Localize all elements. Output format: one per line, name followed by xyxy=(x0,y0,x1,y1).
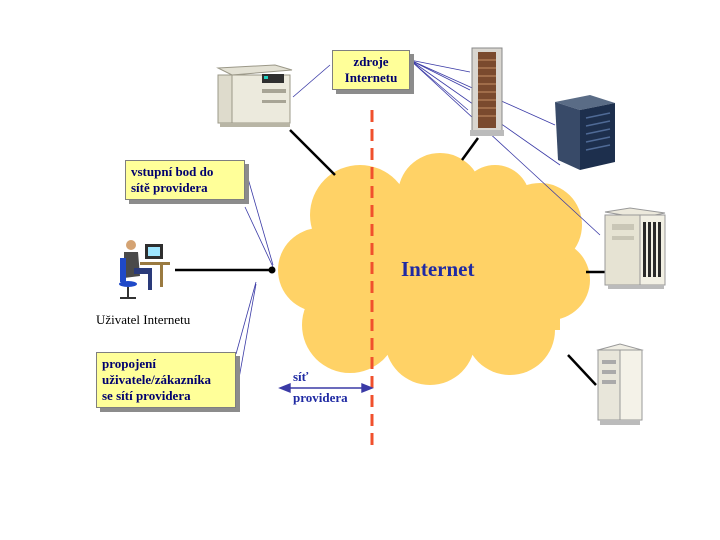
sources-line-1: zdroje xyxy=(353,54,389,69)
internet-label: Internet xyxy=(401,257,475,281)
entry-point-line-2: sítě providera xyxy=(131,180,208,195)
rack-server-icon xyxy=(470,47,504,136)
connection-line-2: uživatele/zákazníka xyxy=(102,372,212,387)
connection-callout: propojení uživatele/zákazníka se sítí pr… xyxy=(96,352,236,408)
tower-server-beige-icon xyxy=(604,207,666,289)
connection-line-3: se sítí providera xyxy=(102,388,191,403)
tower-server-light-icon xyxy=(596,343,644,425)
internet-cloud xyxy=(278,153,590,385)
entry-point-line-1: vstupní bod do xyxy=(131,164,214,179)
user-workstation-icon xyxy=(119,240,170,299)
user-label: Uživatel Internetu xyxy=(96,312,191,327)
network-connections xyxy=(175,129,610,386)
connection-line-1: propojení xyxy=(102,356,156,371)
provider-net-line-2: providera xyxy=(293,390,348,405)
desktop-pc-icon xyxy=(216,64,293,127)
provider-net-line-1: síť xyxy=(293,369,309,384)
sources-line-2: Internetu xyxy=(344,70,398,85)
entry-point-dot xyxy=(268,266,276,274)
provider-network-label: síť providera xyxy=(293,368,348,406)
sources-callout: zdroje Internetu xyxy=(332,50,410,90)
entry-point-callout: vstupní bod do sítě providera xyxy=(125,160,245,200)
provider-network-arrow xyxy=(278,382,374,394)
tower-server-dark-icon xyxy=(555,95,615,170)
entry-pointer-lines xyxy=(235,167,274,396)
